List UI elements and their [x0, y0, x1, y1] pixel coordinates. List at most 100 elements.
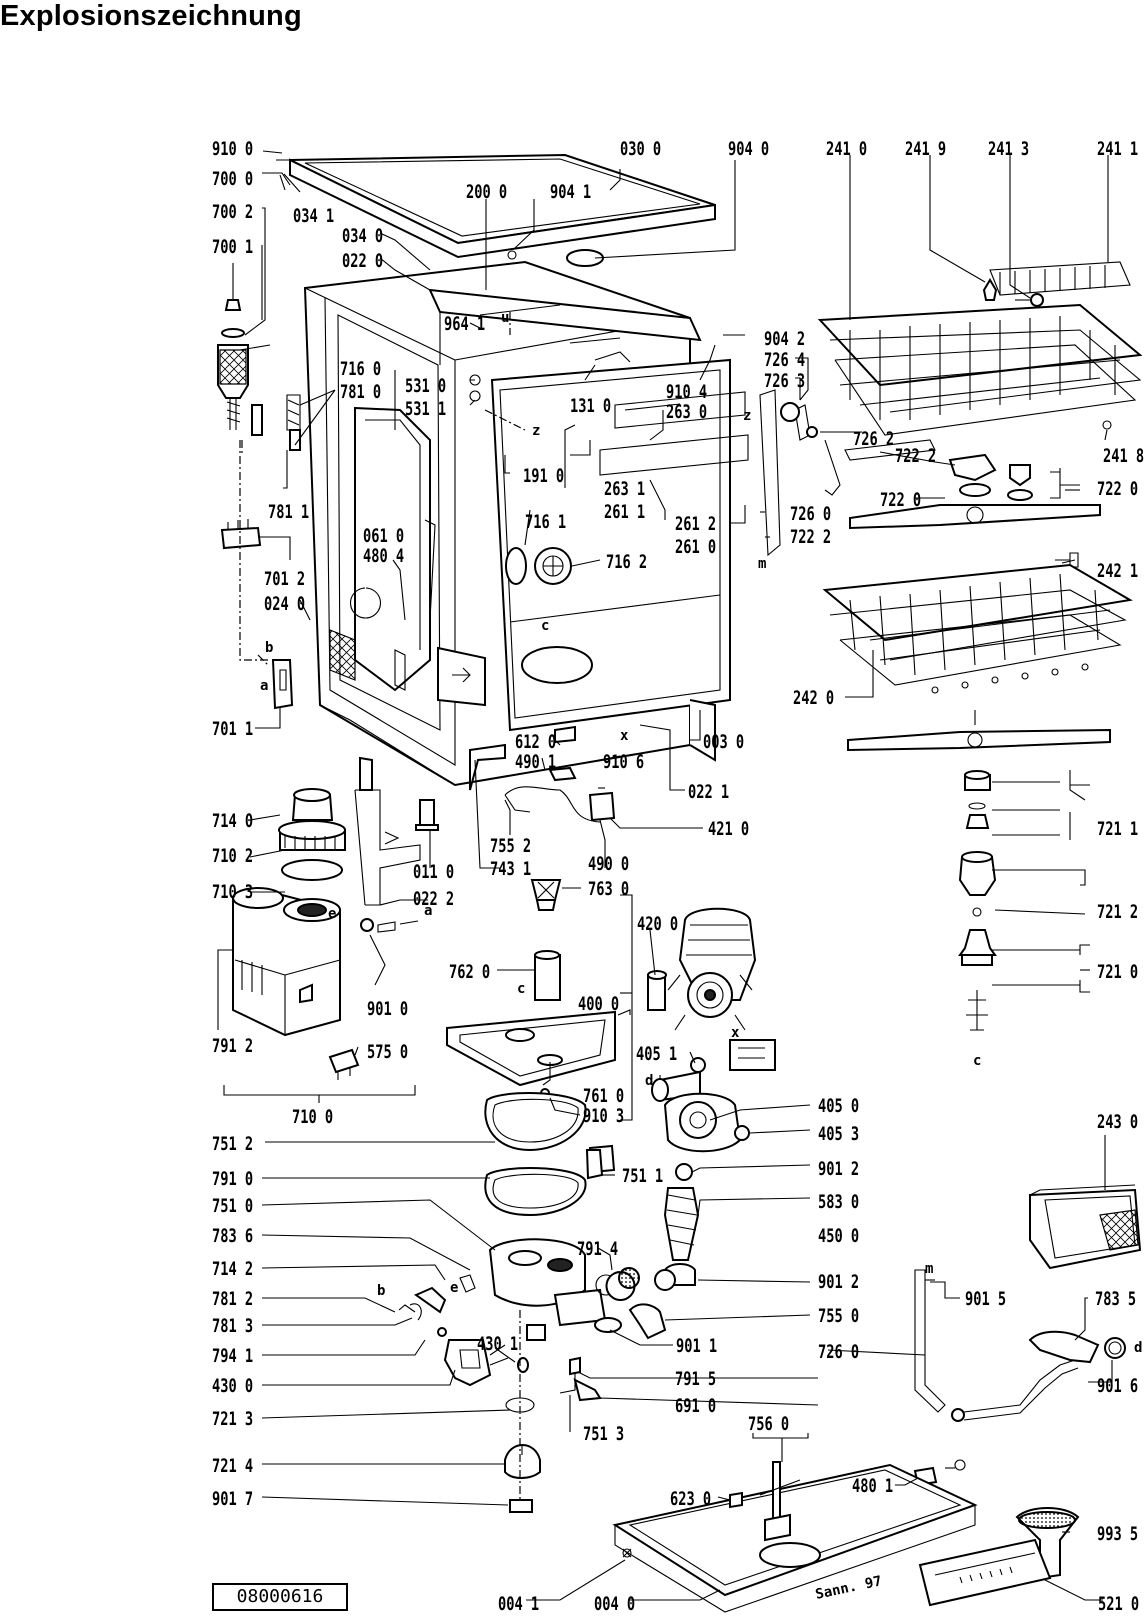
label-794-1: 794 1: [212, 1345, 253, 1367]
label-242-1: 242 1: [1097, 560, 1138, 582]
label-791-4: 791 4: [577, 1238, 618, 1260]
label-722-2-bottom: 722 2: [790, 526, 831, 548]
letter-b-left: b: [265, 640, 273, 656]
label-022-2: 022 2: [413, 888, 454, 910]
cabinet-body: [303, 260, 749, 787]
label-726-0-top: 726 0: [790, 503, 831, 525]
label-781-0: 781 0: [340, 381, 381, 403]
label-791-5: 791 5: [675, 1368, 716, 1390]
letter-x-cabinet: x: [620, 728, 629, 744]
label-756-0: 756 0: [748, 1413, 789, 1435]
label-751-1: 751 1: [622, 1165, 663, 1187]
label-003-0: 003 0: [703, 731, 744, 753]
label-904-0: 904 0: [728, 138, 769, 160]
label-034-1: 034 1: [293, 205, 334, 227]
label-531-1: 531 1: [405, 398, 446, 420]
label-575-0: 575 0: [367, 1041, 408, 1063]
label-191-0: 191 0: [523, 465, 564, 487]
label-242-0: 242 0: [793, 687, 834, 709]
label-701-1: 701 1: [212, 718, 253, 740]
base-plate: [612, 1461, 978, 1613]
label-623-0: 623 0: [670, 1488, 711, 1510]
top-panel: [276, 153, 716, 267]
label-612-0: 612 0: [515, 731, 556, 753]
label-901-2-upper: 901 2: [818, 1158, 859, 1180]
letter-c-sprayarm: c: [973, 1053, 981, 1069]
label-200-0: 200 0: [466, 181, 507, 203]
right-lower-parts: [913, 1184, 1142, 1607]
label-241-9: 241 9: [905, 138, 946, 160]
label-721-1: 721 1: [1097, 818, 1138, 840]
label-024-0: 024 0: [264, 593, 305, 615]
label-783-6: 783 6: [212, 1225, 253, 1247]
label-781-3: 781 3: [212, 1315, 253, 1337]
label-722-0-right: 722 0: [1097, 478, 1138, 500]
label-405-3: 405 3: [818, 1123, 859, 1145]
label-241-1: 241 1: [1097, 138, 1138, 160]
letter-d-right: d: [1134, 1340, 1142, 1356]
label-901-5: 901 5: [965, 1288, 1006, 1310]
label-904-2: 904 2: [764, 328, 805, 350]
label-726-0-bottom: 726 0: [818, 1341, 859, 1363]
label-701-2: 701 2: [264, 568, 305, 590]
label-783-5: 783 5: [1095, 1288, 1136, 1310]
label-263-1: 263 1: [604, 478, 645, 500]
label-964-1: 964 1: [444, 313, 485, 335]
label-716-1: 716 1: [525, 511, 566, 533]
label-710-3: 710 3: [212, 881, 253, 903]
label-421-0: 421 0: [708, 818, 749, 840]
filter-sump-assembly: [398, 879, 667, 1513]
label-004-0: 004 0: [594, 1593, 635, 1615]
lower-basket: [822, 563, 1133, 694]
label-241-0: 241 0: [826, 138, 867, 160]
label-716-2: 716 2: [606, 551, 647, 573]
label-721-0: 721 0: [1097, 961, 1138, 983]
label-405-0: 405 0: [818, 1095, 859, 1117]
label-910-4: 910 4: [666, 381, 707, 403]
letter-c-filter: c: [517, 981, 525, 997]
pump-motor-assembly: [585, 907, 776, 1291]
label-430-1: 430 1: [477, 1333, 518, 1355]
label-241-8: 241 8: [1103, 445, 1144, 467]
label-901-2-lower: 901 2: [818, 1271, 859, 1293]
leader-lines: [217, 150, 1113, 1601]
label-722-0-left: 722 0: [880, 489, 921, 511]
label-531-0: 531 0: [405, 375, 446, 397]
label-583-0: 583 0: [818, 1191, 859, 1213]
label-763-0: 763 0: [588, 878, 629, 900]
letter-u: u: [501, 310, 509, 326]
label-480-1: 480 1: [852, 1475, 893, 1497]
label-004-1: 004 1: [498, 1593, 539, 1615]
label-721-4: 721 4: [212, 1455, 253, 1477]
label-430-0: 430 0: [212, 1375, 253, 1397]
label-751-0: 751 0: [212, 1195, 253, 1217]
water-softener: [223, 788, 419, 1103]
label-781-2: 781 2: [212, 1288, 253, 1310]
letter-d-pump: d: [645, 1073, 653, 1089]
label-243-0: 243 0: [1097, 1111, 1138, 1133]
label-761-0: 761 0: [583, 1085, 624, 1107]
label-910-0: 910 0: [212, 138, 253, 160]
label-710-2: 710 2: [212, 845, 253, 867]
label-904-1: 904 1: [550, 181, 591, 203]
label-762-0: 762 0: [449, 961, 490, 983]
label-751-2: 751 2: [212, 1133, 253, 1155]
label-993-5: 993 5: [1097, 1523, 1138, 1545]
label-743-1: 743 1: [490, 858, 531, 880]
label-751-3: 751 3: [583, 1423, 624, 1445]
label-261-0: 261 0: [675, 536, 716, 558]
label-700-2: 700 2: [212, 201, 253, 223]
letter-e-hose: e: [450, 1280, 458, 1296]
label-722-2-top: 722 2: [895, 445, 936, 467]
label-022-1: 022 1: [688, 781, 729, 803]
label-261-2: 261 2: [675, 513, 716, 535]
label-490-0: 490 0: [588, 853, 629, 875]
label-034-0: 034 0: [342, 225, 383, 247]
label-261-1: 261 1: [604, 501, 645, 523]
letter-b-hose: b: [377, 1283, 385, 1299]
letter-x-motor: x: [731, 1025, 740, 1041]
left-side-parts: [217, 299, 621, 906]
part-labels: 910 0 700 0 700 2 700 1 034 1 030 0 200 …: [212, 138, 1144, 1615]
label-910-6: 910 6: [603, 751, 644, 773]
